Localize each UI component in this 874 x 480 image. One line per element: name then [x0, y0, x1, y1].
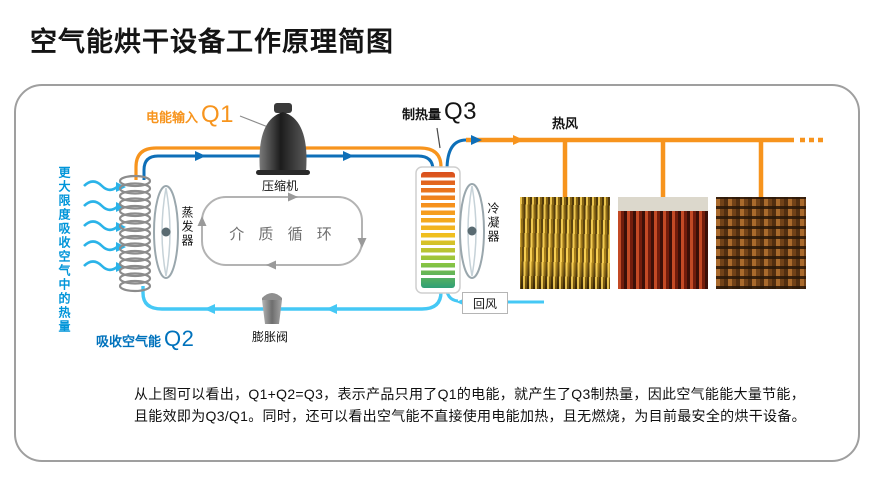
- photo-dried-tobacco: [520, 197, 610, 289]
- page-title: 空气能烘干设备工作原理简图: [30, 27, 394, 57]
- evaporator-label: 蒸发器: [180, 206, 194, 248]
- evaporator-fan-icon: [153, 185, 179, 279]
- cold-flow-arrow-icon: [204, 304, 337, 314]
- medium-cycle-loop: [197, 192, 367, 270]
- q1-pointer-line: [239, 115, 269, 128]
- q3-label: Q3: [444, 98, 478, 125]
- hot-flow-arrow-icon: [195, 151, 354, 161]
- photo-dried-food: [716, 197, 806, 289]
- duct-blue-arrow-icon: [471, 135, 482, 145]
- duct-orange-arrow-icon: [513, 135, 524, 145]
- compressor-label: 压缩机: [262, 179, 299, 193]
- condenser-label: 冷凝器: [486, 202, 500, 244]
- q2-label: Q2: [164, 326, 195, 351]
- compressor-icon: [256, 103, 310, 175]
- hot-air-duct: [445, 137, 823, 197]
- heat-output-label: 制热量: [402, 107, 442, 122]
- power-input-label: 电能输入: [146, 110, 199, 125]
- q1-label: Q1: [201, 101, 235, 128]
- footer-line-1: 从上图可以看出，Q1+Q2=Q3，表示产品只用了Q1的电能，就产生了Q3制热量，…: [134, 386, 806, 402]
- q3-pointer-line: [436, 127, 441, 149]
- photo-dried-sausages: [618, 197, 708, 289]
- hot-air-label: 热风: [552, 116, 579, 131]
- expansion-valve-icon: [262, 293, 282, 324]
- cold-side-pipe: [141, 286, 443, 311]
- absorb-air-group: 吸收空气能 Q2: [96, 326, 194, 352]
- side-note: 更大限度吸收空气中的热量: [57, 166, 71, 334]
- absorb-label: 吸收空气能: [96, 334, 162, 349]
- evaporator-coil-icon: [118, 174, 152, 293]
- condenser-coil-icon: [415, 166, 461, 294]
- expansion-valve-label: 膨胀阀: [252, 330, 289, 344]
- footer-line-2: 且能效即为Q3/Q1。同时，还可以看出空气能不直接使用电能加热，且无燃烧，为目前…: [134, 408, 806, 424]
- power-input-group: 电能输入 Q1: [146, 101, 234, 129]
- return-air-label: 回风: [462, 292, 508, 314]
- condenser-fan-icon: [459, 183, 485, 279]
- air-intake-arrows-icon: [83, 180, 118, 272]
- medium-cycle-label: 介 质 循 环: [229, 226, 337, 243]
- heat-output-group: 制热量 Q3: [402, 98, 477, 126]
